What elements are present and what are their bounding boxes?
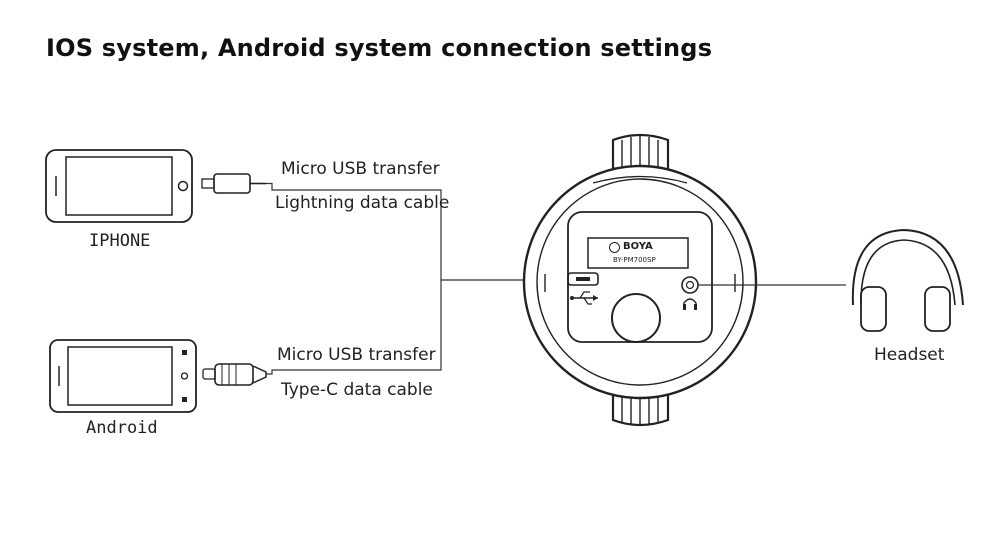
iphone-cable-label-line1: Micro USB transfer — [281, 159, 440, 179]
iphone-cable-label-line2: Lightning data cable — [275, 193, 450, 213]
iphone-cable-line — [266, 182, 442, 280]
volume-knob — [611, 293, 661, 343]
android-cable-label-line1: Micro USB transfer — [277, 345, 436, 365]
lightning-connector-icon — [201, 173, 266, 194]
iphone-device-icon — [45, 149, 193, 223]
headphone-symbol-icon — [683, 298, 697, 310]
microphone-model-label: BY-PM700SP — [613, 256, 656, 264]
android-label: Android — [86, 418, 158, 438]
boya-microphone-icon — [522, 133, 758, 427]
headphones-icon — [851, 228, 964, 332]
page-title: IOS system, Android system connection se… — [46, 34, 713, 62]
usb-symbol-icon — [570, 291, 598, 305]
iphone-label: IPHONE — [89, 231, 151, 251]
android-cable-label-line2: Type-C data cable — [281, 380, 433, 400]
brand-logo-icon — [609, 242, 620, 253]
android-cable-line — [266, 280, 442, 375]
headset-label: Headset — [874, 345, 945, 365]
microphone-brand-label: BOYA — [623, 241, 653, 252]
type-c-connector-icon — [202, 363, 267, 386]
android-device-icon — [49, 339, 197, 413]
micro-usb-port — [567, 272, 599, 286]
